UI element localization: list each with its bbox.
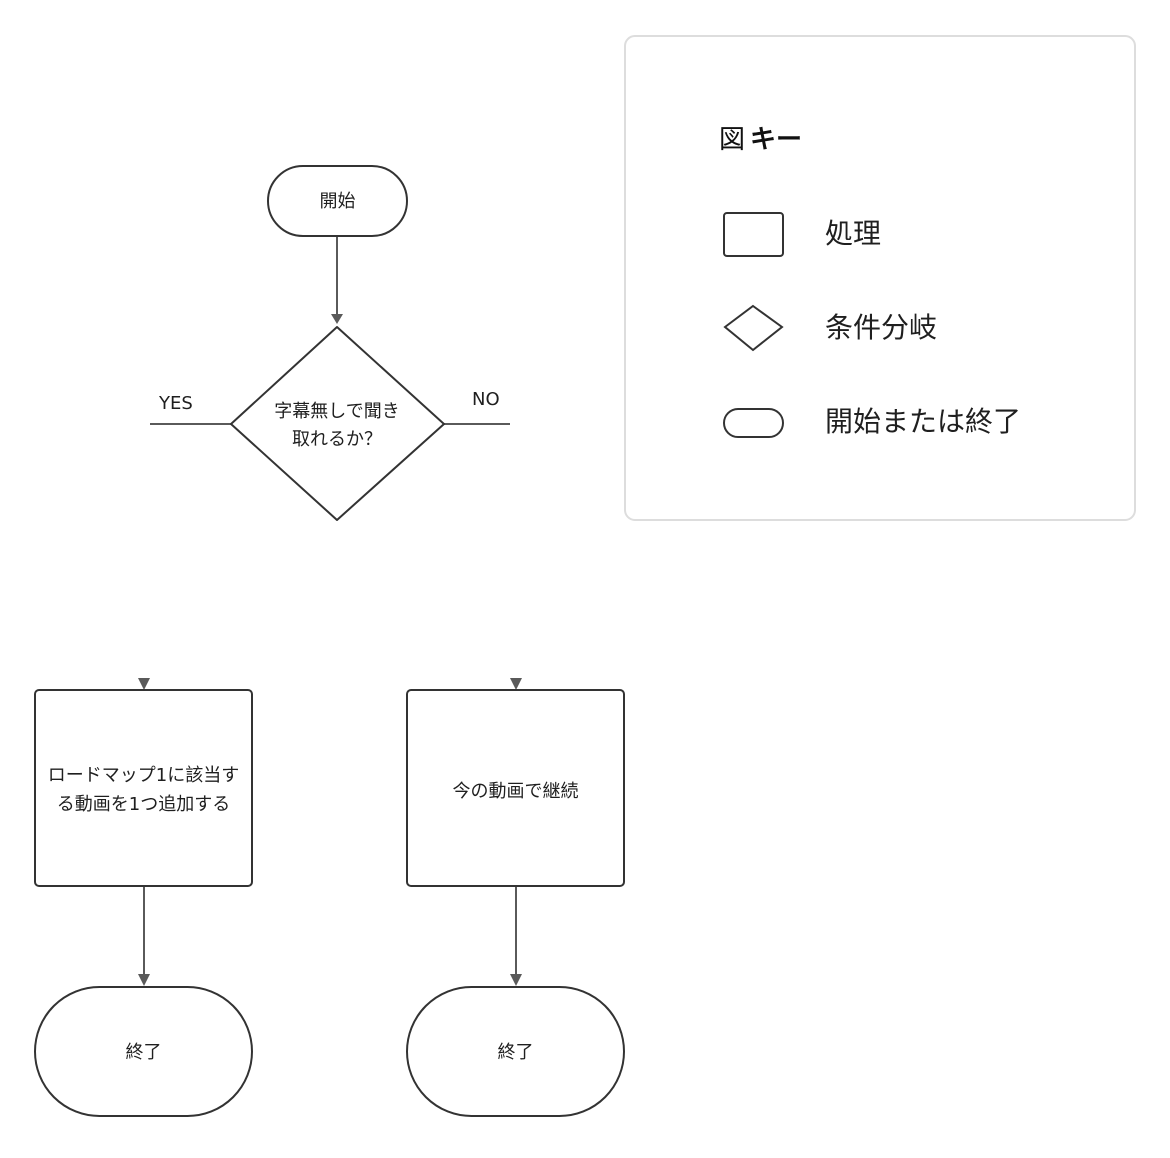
- decision-shape: [230, 326, 445, 521]
- yes-end-node: 終了: [34, 986, 253, 1117]
- decision-label-line2: 取れるか？: [292, 429, 382, 450]
- start-node: 開始: [267, 165, 408, 237]
- yes-end-label: 終了: [126, 1042, 162, 1063]
- arrowhead-icon: [138, 678, 150, 690]
- legend-pill-icon: [723, 408, 784, 438]
- legend-item-terminal: 開始または終了: [825, 405, 1021, 438]
- yes-process-node: ロードマップ1に該当す る動画を1つ追加する: [34, 689, 253, 887]
- yes-process-label-line1: ロードマップ1に該当す: [48, 765, 239, 786]
- decision-node: 字幕無しで聞き 取れるか？: [230, 326, 445, 521]
- edges: [138, 236, 522, 986]
- no-label: NO: [472, 389, 500, 410]
- no-process-node: 今の動画で継続: [406, 689, 625, 887]
- legend-item-process: 処理: [825, 217, 881, 250]
- legend-box: [624, 35, 1136, 521]
- arrowhead-icon: [510, 974, 522, 986]
- no-process-label: 今の動画で継続: [453, 781, 579, 802]
- arrowhead-icon: [331, 314, 343, 324]
- decision-label-line1: 字幕無しで聞き: [274, 401, 399, 422]
- yes-process-label-line2: る動画を1つ追加する: [57, 794, 230, 815]
- yes-process-shape: [34, 689, 253, 887]
- arrowhead-icon: [138, 974, 150, 986]
- no-end-node: 終了: [406, 986, 625, 1117]
- no-end-label: 終了: [498, 1042, 534, 1063]
- start-shape: [267, 165, 408, 237]
- yes-end-shape: [34, 986, 253, 1117]
- legend-panel: 図 キー 処理 条件分岐 開始または終了: [624, 35, 1136, 521]
- legend-title-prefix: 図: [719, 125, 745, 155]
- legend-rectangle-icon: [723, 212, 784, 257]
- legend-item-decision: 条件分岐: [825, 311, 937, 344]
- legend-diamond-icon: [723, 304, 784, 352]
- legend-title: キー: [750, 125, 802, 155]
- arrowhead-icon: [510, 678, 522, 690]
- start-label: 開始: [320, 191, 356, 212]
- no-end-shape: [406, 986, 625, 1117]
- no-process-shape: [406, 689, 625, 887]
- yes-label: YES: [158, 393, 193, 414]
